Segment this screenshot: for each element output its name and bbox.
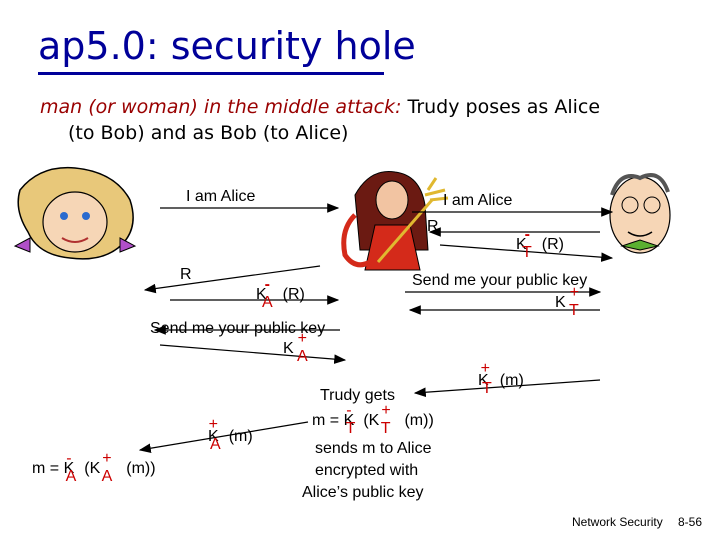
msg-trudy-pub: K+T bbox=[555, 284, 585, 319]
trudy-figure bbox=[341, 170, 449, 271]
expr-sup2: + bbox=[381, 402, 391, 419]
expr-mid: (K bbox=[84, 460, 101, 477]
expr-sub1: A bbox=[65, 468, 77, 485]
expr-sup1: - bbox=[346, 402, 352, 419]
msg-trudy-to-bob: I am Alice bbox=[443, 192, 513, 209]
key-letter: K bbox=[555, 294, 566, 311]
key-sup: + bbox=[569, 284, 580, 301]
expr-sub1: T bbox=[345, 420, 356, 437]
msg-trudy-R-alice: R bbox=[180, 266, 192, 283]
alice-figure bbox=[13, 166, 137, 260]
intro-lead: man (or woman) in the middle attack: bbox=[40, 96, 402, 118]
trudy-sends-line2: encrypted with bbox=[315, 462, 419, 479]
alice-decrypt-expr: m = K-A(K+A(m)) bbox=[32, 450, 156, 485]
expr-sup2: + bbox=[102, 450, 112, 467]
key-arg: (m) bbox=[228, 428, 253, 445]
slide-title: ap5.0: security hole bbox=[38, 24, 416, 68]
arrow-trudy-m-alice bbox=[138, 421, 309, 453]
key-arg: (R) bbox=[541, 236, 564, 253]
key-arg: (m) bbox=[499, 372, 524, 389]
key-sup: + bbox=[480, 360, 491, 377]
key-letter: K bbox=[256, 286, 267, 303]
msg-alice-pub: K+A bbox=[283, 330, 314, 365]
msg-alice-to-trudy: I am Alice bbox=[186, 188, 256, 205]
expr-mid: (K bbox=[363, 412, 380, 429]
msg-bob-R: R bbox=[427, 218, 439, 235]
intro-line1: man (or woman) in the middle attack: Tru… bbox=[40, 96, 600, 118]
key-sub: T bbox=[522, 244, 532, 261]
key-letter: K bbox=[208, 428, 219, 445]
trudy-decrypt-expr: m = K-T(K+T(m)) bbox=[312, 402, 434, 437]
msg-alice-KR: K-A (R) bbox=[256, 276, 305, 311]
intro-line2: (to Bob) and as Bob (to Alice) bbox=[68, 122, 349, 144]
footer-label: Network Security bbox=[572, 515, 663, 529]
key-sub: T bbox=[482, 380, 492, 397]
title-underline bbox=[38, 72, 384, 75]
arrow-trudy-R-alice bbox=[143, 265, 321, 294]
arrow-bob-m bbox=[413, 379, 601, 398]
key-sup: - bbox=[524, 226, 530, 243]
key-letter: K bbox=[283, 340, 294, 357]
trudy-gets-label: Trudy gets bbox=[320, 387, 395, 404]
arrow-trudy-KR bbox=[439, 244, 614, 262]
expr-end: (m)) bbox=[126, 460, 156, 477]
expr-prefix: m = K bbox=[312, 412, 355, 429]
key-letter: K bbox=[478, 372, 489, 389]
trudy-sends-line3: Alice’s public key bbox=[302, 484, 424, 501]
key-letter: K bbox=[516, 236, 527, 253]
msg-send-key-left: Send me your public key bbox=[150, 320, 326, 337]
expr-prefix: m = K bbox=[32, 460, 75, 477]
expr-sub2: A bbox=[101, 468, 113, 485]
key-arg: (R) bbox=[282, 286, 305, 303]
expr-sub2: T bbox=[380, 420, 391, 437]
expr-sup1: - bbox=[66, 450, 72, 467]
msg-bob-m: K+ T (m) bbox=[478, 360, 532, 397]
key-sub: A bbox=[297, 348, 308, 365]
msg-send-key-right: Send me your public key bbox=[412, 272, 588, 289]
key-sup: + bbox=[208, 416, 219, 433]
arrow-alice-pub bbox=[159, 344, 347, 364]
key-sup: - bbox=[264, 276, 270, 293]
key-sub: A bbox=[210, 436, 221, 453]
trudy-sends-line1: sends m to Alice bbox=[315, 440, 432, 457]
msg-trudy-KR: K-T (R) bbox=[516, 226, 564, 261]
key-sub: T bbox=[569, 302, 579, 319]
key-sup: + bbox=[297, 330, 308, 347]
expr-end: (m)) bbox=[404, 412, 434, 429]
msg-alice-m: K+ A (m) bbox=[208, 416, 263, 453]
intro-rest: Trudy poses as Alice bbox=[407, 96, 601, 118]
footer-page: 8-56 bbox=[678, 515, 703, 529]
bob-figure bbox=[609, 173, 671, 254]
key-sub: A bbox=[262, 294, 273, 311]
